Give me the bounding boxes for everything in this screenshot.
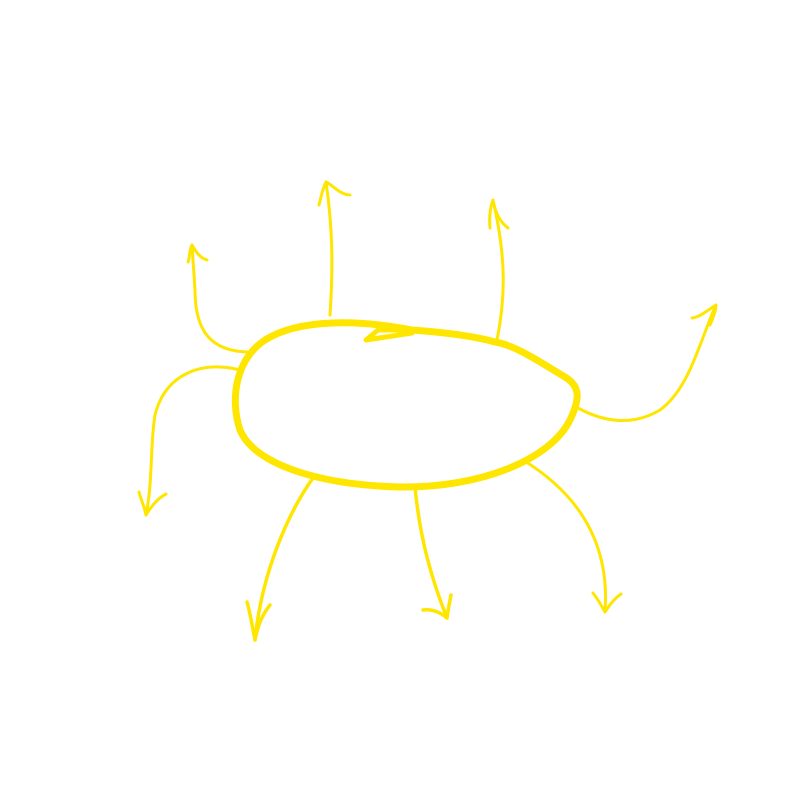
arrow-left — [137, 365, 242, 517]
arrow-up — [317, 180, 352, 317]
arrow-up-right — [488, 198, 510, 342]
arrow-down — [413, 485, 453, 620]
arrow-down-right — [521, 458, 623, 614]
arrow-up-left — [186, 243, 252, 354]
arrow-down-left — [245, 476, 315, 642]
arrow-right — [576, 303, 718, 423]
central-loop — [231, 319, 581, 491]
loop-arrowhead — [363, 327, 415, 343]
